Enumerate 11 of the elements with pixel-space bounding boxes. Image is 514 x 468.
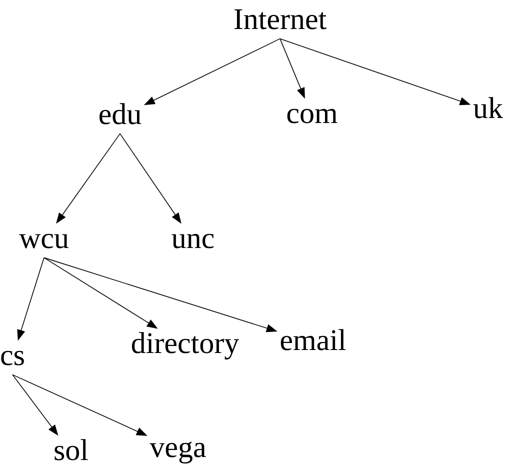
domain-label: cs [1, 350, 24, 366]
domain-label: wcu [19, 234, 68, 248]
domain-label: edu [100, 103, 142, 124]
domain-label: unc [172, 234, 214, 248]
domain-label: uk [473, 97, 503, 118]
domain-label: email [280, 329, 346, 350]
domain-label: com [287, 108, 338, 124]
domain-label: sol [54, 439, 88, 460]
domain-label: Internet [234, 9, 326, 30]
domain-label: directory [132, 332, 240, 360]
domain-label: vega [150, 442, 206, 464]
